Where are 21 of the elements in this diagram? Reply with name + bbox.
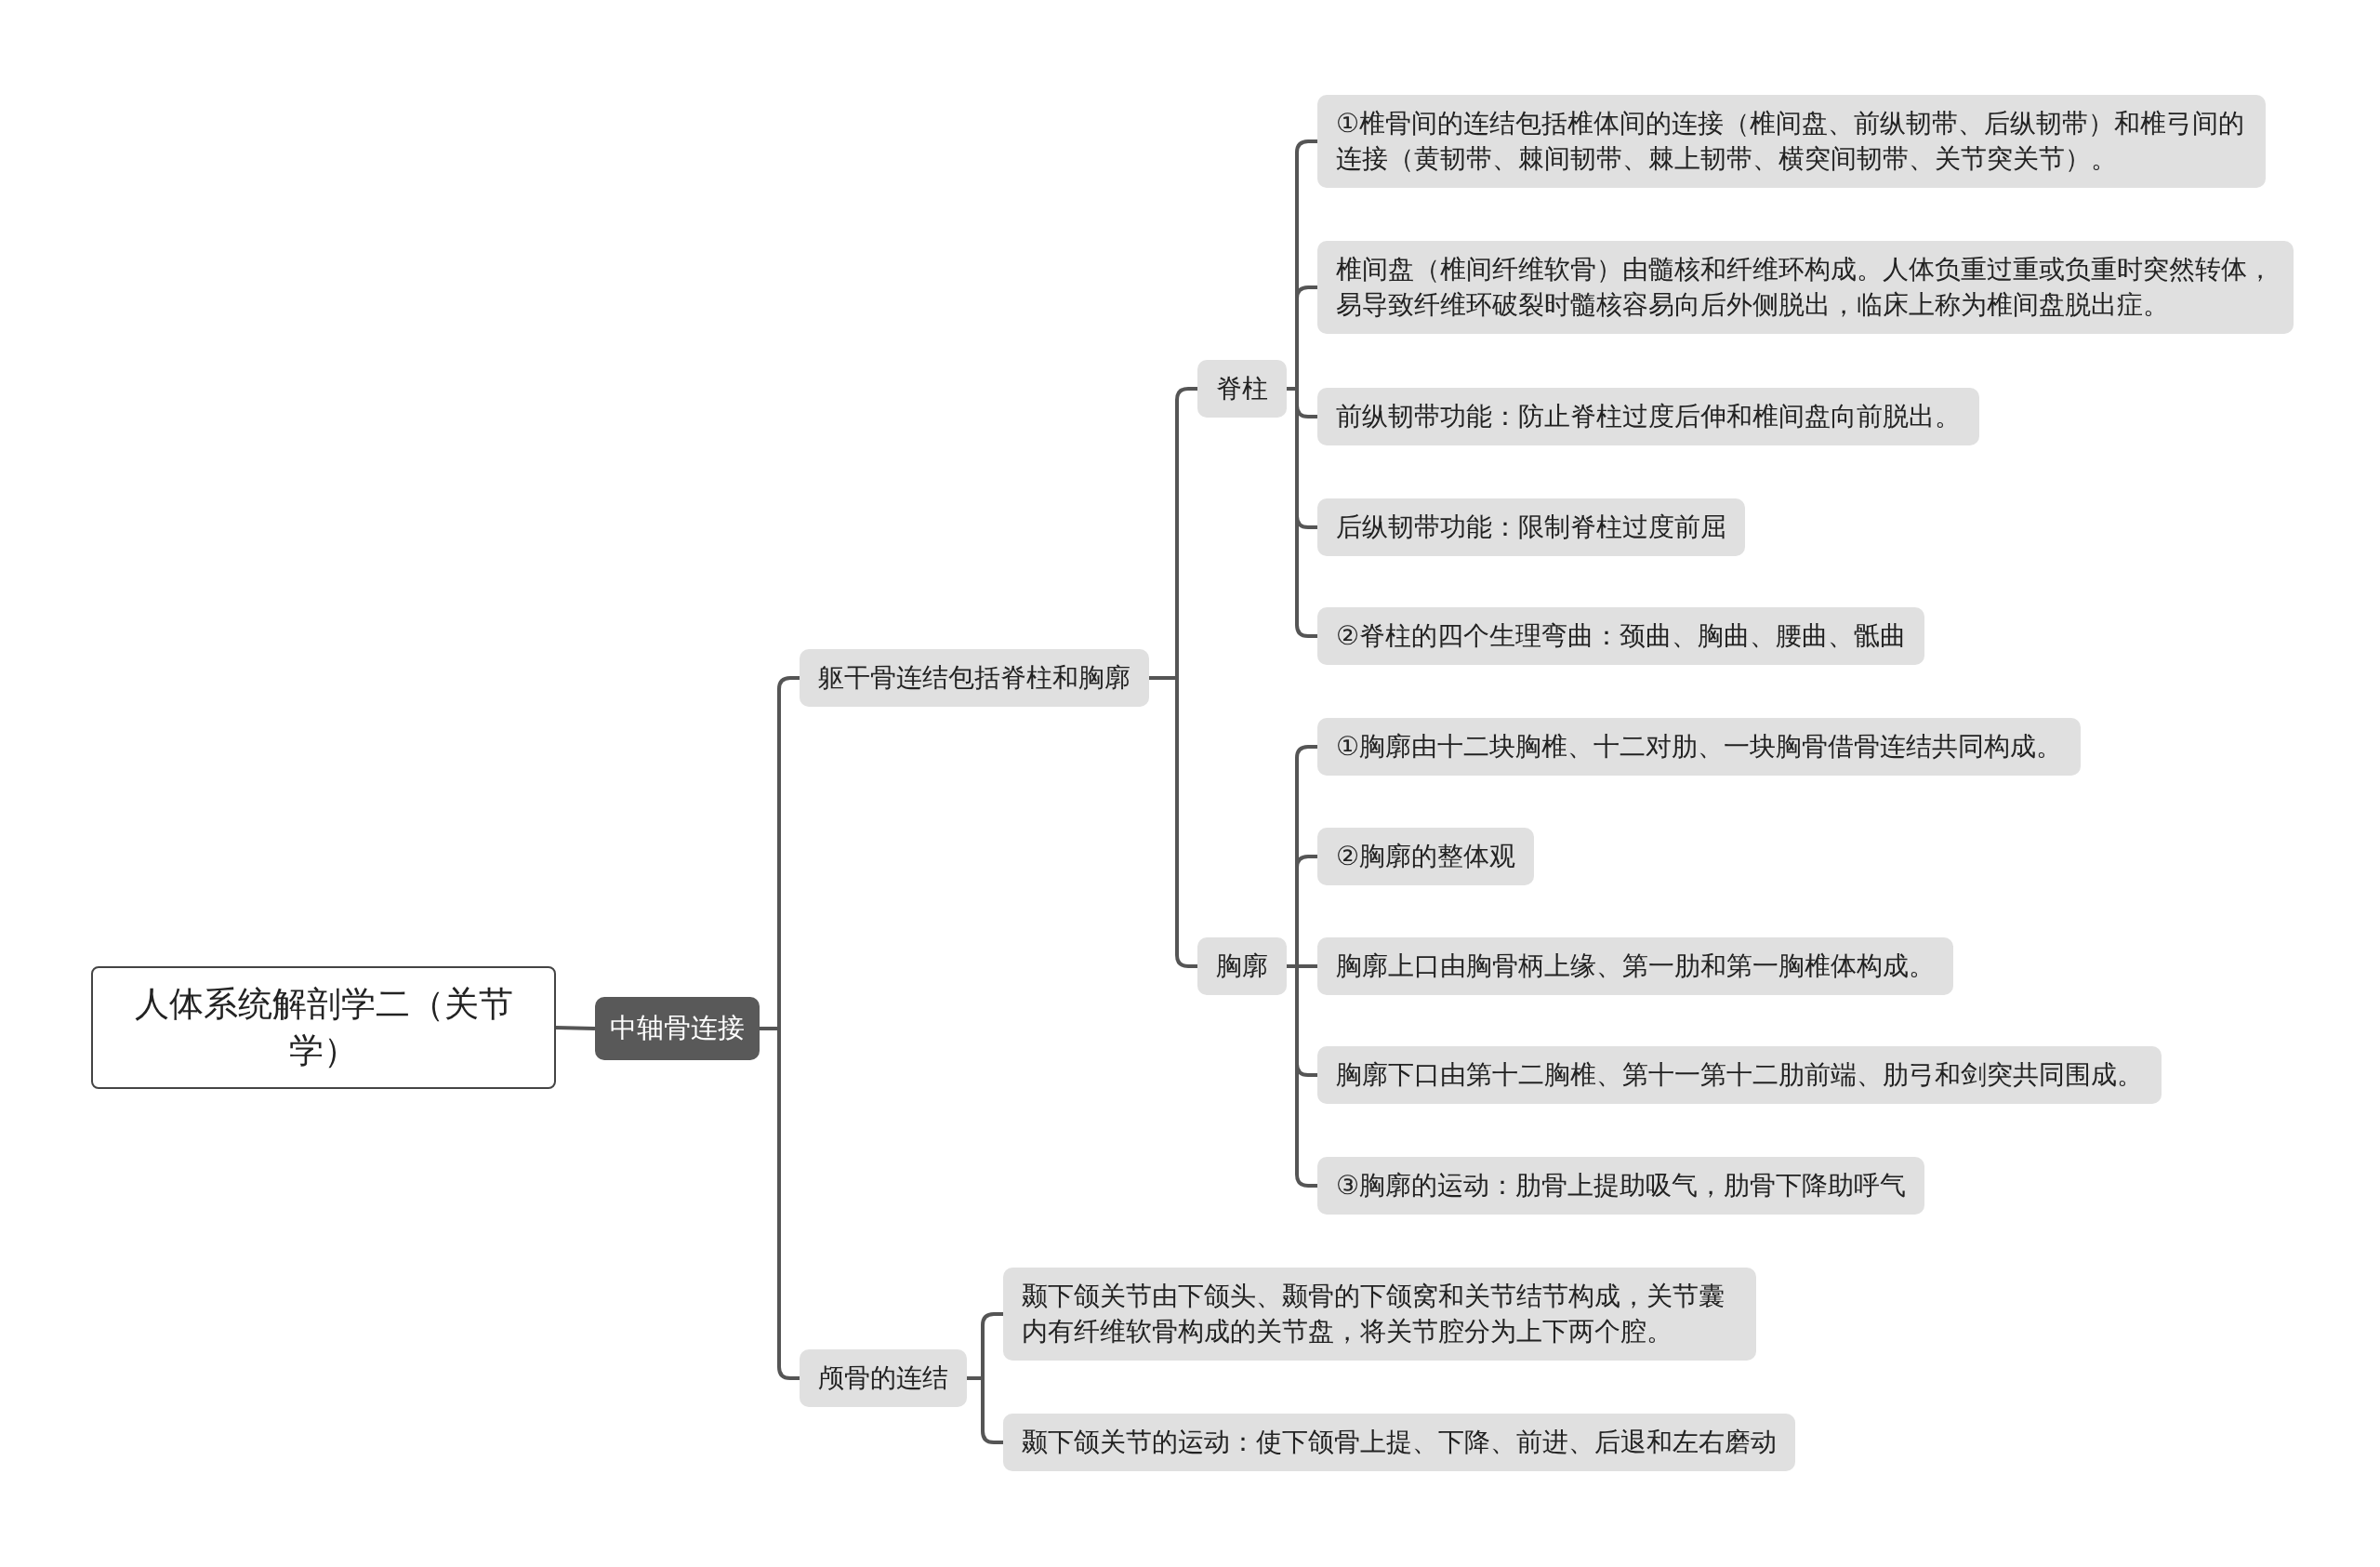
connector-line bbox=[555, 1026, 596, 1030]
connector-line bbox=[760, 1027, 800, 1380]
topic-box: 椎间盘（椎间纤维软骨）由髓核和纤维环构成。人体负重过重或负重时突然转体，易导致纤维环破裂时髓核容易向后外侧脱出，临床上称为椎间盘脱出症。 bbox=[1317, 241, 2294, 334]
topic-box: ②脊柱的四个生理弯曲：颈曲、胸曲、腰曲、骶曲 bbox=[1317, 607, 1925, 665]
main-topic-box: 中轴骨连接 bbox=[595, 997, 760, 1060]
topic-box: ②胸廓的整体观 bbox=[1317, 828, 1535, 885]
topic-box: 前纵韧带功能：防止脊柱过度后伸和椎间盘向前脱出。 bbox=[1317, 388, 1979, 445]
topic-box: 脊柱 bbox=[1197, 360, 1287, 418]
connector-line bbox=[1149, 676, 1197, 968]
topic-box: 颅骨的连结 bbox=[800, 1349, 967, 1407]
topic-box: 后纵韧带功能：限制脊柱过度前屈 bbox=[1317, 498, 1745, 556]
topic-box: 颞下颌关节的运动：使下颌骨上提、下降、前进、后退和左右磨动 bbox=[1003, 1414, 1795, 1471]
topic-box: ①椎骨间的连结包括椎体间的连接（椎间盘、前纵韧带、后纵韧带）和椎弓间的连接（黄韧带、棘间韧带、棘上韧带、横突间韧带、关节突关节）。 bbox=[1317, 95, 2266, 188]
topic-box: 颞下颌关节由下颌头、颞骨的下颌窝和关节结节构成，关节囊内有纤维软骨构成的关节盘，将关节腔分为上下两个腔。 bbox=[1003, 1268, 1756, 1361]
topic-box: ③胸廓的运动：肋骨上提助吸气，肋骨下降助呼气 bbox=[1317, 1157, 1925, 1215]
topic-box: 胸廓上口由胸骨柄上缘、第一肋和第一胸椎体构成。 bbox=[1317, 937, 1953, 995]
topic-box: 胸廓下口由第十二胸椎、第十一第十二肋前端、肋弓和剑突共同围成。 bbox=[1317, 1046, 2162, 1104]
topic-box: 胸廓 bbox=[1197, 937, 1287, 995]
root-topic-box: 人体系统解剖学二（关节学） bbox=[91, 966, 556, 1089]
topic-box: ①胸廓由十二块胸椎、十二对肋、一块胸骨借骨连结共同构成。 bbox=[1317, 718, 2082, 776]
topic-box: 躯干骨连结包括脊柱和胸廓 bbox=[800, 649, 1149, 707]
